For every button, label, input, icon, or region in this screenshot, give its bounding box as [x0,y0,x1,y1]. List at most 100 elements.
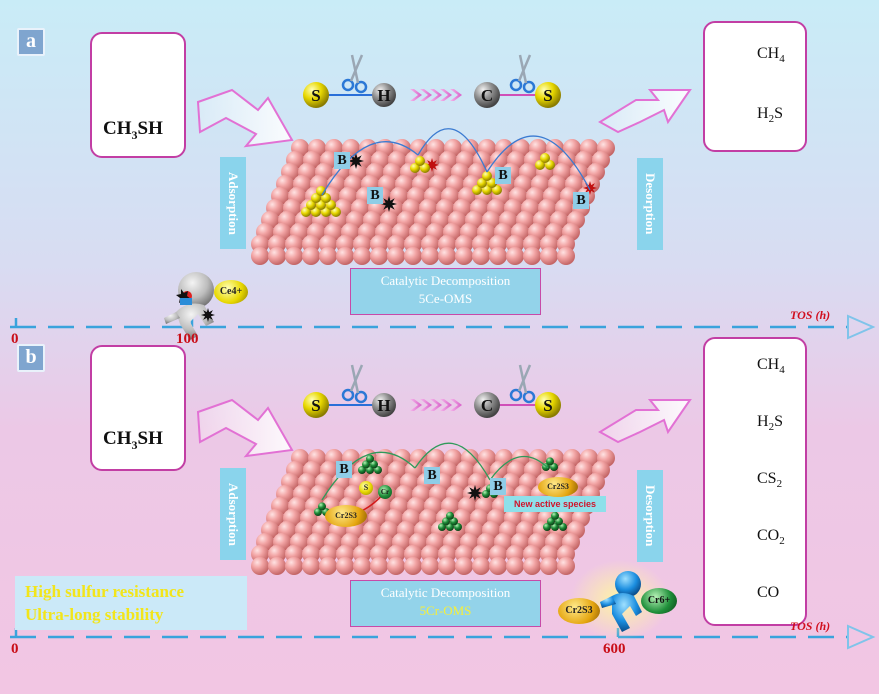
adsorbed-atom [482,185,492,195]
new-active-species-label: New active species [504,496,606,512]
support-atom [370,557,388,575]
double-chevron-arrow-icon [410,399,422,411]
migration-arc [486,135,591,191]
adsorbed-atom [487,178,497,188]
double-chevron-arrow-icon [440,89,452,101]
support-atom [540,557,558,575]
reactant-box-a [90,32,186,158]
hydrogen-atom-label: H [377,86,390,105]
product-ch4: CH4 [757,45,785,66]
product-h2s: H2S [757,105,783,126]
adsorption-label-b: Adsorption [220,468,246,560]
adsorbed-atom [306,200,316,210]
adsorbed-atom [450,517,458,526]
b-site-label: B [495,167,511,184]
support-atom [319,557,337,575]
catalyst-caption-a-line2: 5Ce-OMS [418,291,473,306]
product-ch4: CH4 [757,356,785,377]
desorption-hollow-arrow-icon-a [598,89,692,134]
catalyst-slab-a [251,139,615,265]
migration-arc [321,451,416,501]
adsorbed-atom [326,200,336,210]
product-h2s: H2S [757,413,783,434]
axis-mark-a: 100 [176,331,199,347]
carbon-atom-label: C [481,396,493,415]
active-site-burst-icon [348,153,364,169]
adsorbed-atom [446,511,454,520]
axis-a [10,314,876,340]
adsorbed-atom [331,207,341,217]
support-atom [319,247,337,265]
adsorbed-atom [318,502,326,511]
sulfur-atom: S [359,481,373,495]
adsorbed-atom [321,207,331,217]
sulfur-atom [535,392,561,418]
adsorbed-atom [314,508,322,516]
scissors-icon [341,54,368,94]
active-site-burst-icon [201,308,215,322]
adsorbed-atom [551,523,559,531]
b-site-label: B [573,192,589,209]
carbon-atom [474,82,500,108]
support-atom [370,247,388,265]
support-atom [268,247,286,265]
axis-start-b: 0 [11,641,19,657]
axis-mark-b: 600 [603,641,626,657]
highlight-line-1: High sulfur resistance [25,582,184,601]
support-atom [404,557,422,575]
hydrogen-atom [372,393,396,417]
active-site-burst-icon [381,196,397,212]
chromium-atom: Cr [378,485,392,499]
support-atom [336,247,354,265]
highlight-line-2: Ultra-long stability [25,605,164,624]
reactant-box-b [90,345,186,471]
ce4-ion: Ce4+ [214,280,248,304]
support-atom [353,557,371,575]
support-atom [489,247,507,265]
support-atom [557,557,575,575]
cr2s3-particle: Cr2S3 [558,598,600,624]
adsorbed-atom [366,466,374,474]
adsorbed-atom [358,466,366,474]
adsorbed-atom [316,200,326,210]
adsorbed-atom [551,511,559,520]
adsorbed-atom [550,463,558,471]
support-atom [421,247,439,265]
sulfur-atom-label: S [543,396,552,415]
adsorbed-atom [555,517,563,526]
running-figure-icon-b [570,560,670,640]
desorption-label-a: Desorption [637,158,663,250]
double-chevron-arrow-icon [420,89,432,101]
adsorbed-atom [370,460,378,469]
catalyst-caption-a: Catalytic Decomposition 5Ce-OMS [350,268,541,315]
reactant-formula-a: CH3SH [103,118,163,142]
support-atom [489,557,507,575]
product-co2: CO2 [757,527,785,548]
support-atom [438,557,456,575]
support-atom [523,557,541,575]
support-atom [506,557,524,575]
sulfur-atom-label: S [311,86,320,105]
sulfur-atom-label: S [311,396,320,415]
double-chevron-arrow-icon [450,399,462,411]
adsorbed-atom [472,185,482,195]
b-site-label: B [490,478,506,495]
carbon-atom [474,392,500,418]
adsorbed-atom [311,193,321,203]
adsorbed-atom [546,457,554,466]
migration-arc [321,141,419,196]
axis-start-a: 0 [11,331,19,347]
cr2s3-particle: Cr2S3 [325,505,367,527]
active-site-burst-icon [467,485,483,501]
support-atom [302,557,320,575]
adsorbed-atom [477,178,487,188]
support-atom [506,247,524,265]
adsorbed-atom [454,523,462,531]
catalyst-caption-a-line1: Catalytic Decomposition [380,273,511,288]
adsorbed-atom [366,454,374,463]
hydrogen-atom-label: H [377,396,390,415]
support-atom [353,247,371,265]
support-atom [404,247,422,265]
